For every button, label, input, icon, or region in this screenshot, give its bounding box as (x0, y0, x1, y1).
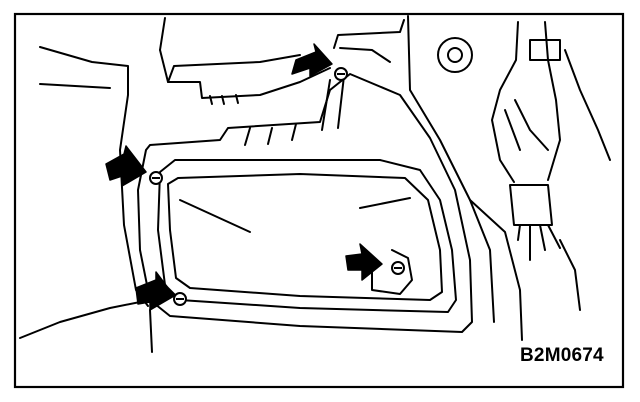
callout-arrow-lower-right (345, 243, 383, 281)
upper-bracket (333, 19, 405, 49)
screw-boss-lower-right (371, 249, 413, 295)
figure-reference-code: B2M0674 (520, 345, 604, 366)
plate-ribs (244, 123, 297, 146)
plate-highlight-left (179, 199, 251, 233)
screw-upper-left (149, 171, 163, 185)
duct-left-edge (159, 17, 166, 51)
left-dash-panel (39, 46, 149, 307)
harness-wire-1 (491, 21, 519, 183)
harness-clip (529, 39, 561, 61)
harness-strands (504, 99, 549, 151)
floor-line (19, 299, 151, 339)
cover-plate-inner (167, 173, 443, 301)
plate-highlight-right (359, 197, 411, 209)
grommet-inner (447, 47, 463, 63)
right-wall-contour (469, 199, 523, 341)
grommet-outer (437, 37, 473, 73)
right-wall-edge (407, 15, 495, 323)
connector-body (509, 184, 553, 226)
floor-bracket (149, 309, 153, 353)
callout-arrow-top-right (291, 43, 333, 77)
duct-tabs (209, 94, 239, 105)
upper-bracket-lip (339, 47, 391, 63)
harness-wire-2 (544, 21, 561, 181)
left-panel-edge (39, 83, 111, 89)
duct-rib (167, 54, 301, 83)
screw-lower-left (173, 292, 187, 306)
callout-arrow-lower-left (135, 271, 175, 311)
connector-wires (517, 224, 561, 261)
callout-arrow-upper-left (105, 145, 147, 187)
plate-tab (321, 75, 345, 131)
harness-wire-3 (564, 49, 611, 161)
screw-top-right (334, 67, 348, 81)
screw-lower-right (391, 261, 405, 275)
harness-tail (559, 239, 581, 311)
